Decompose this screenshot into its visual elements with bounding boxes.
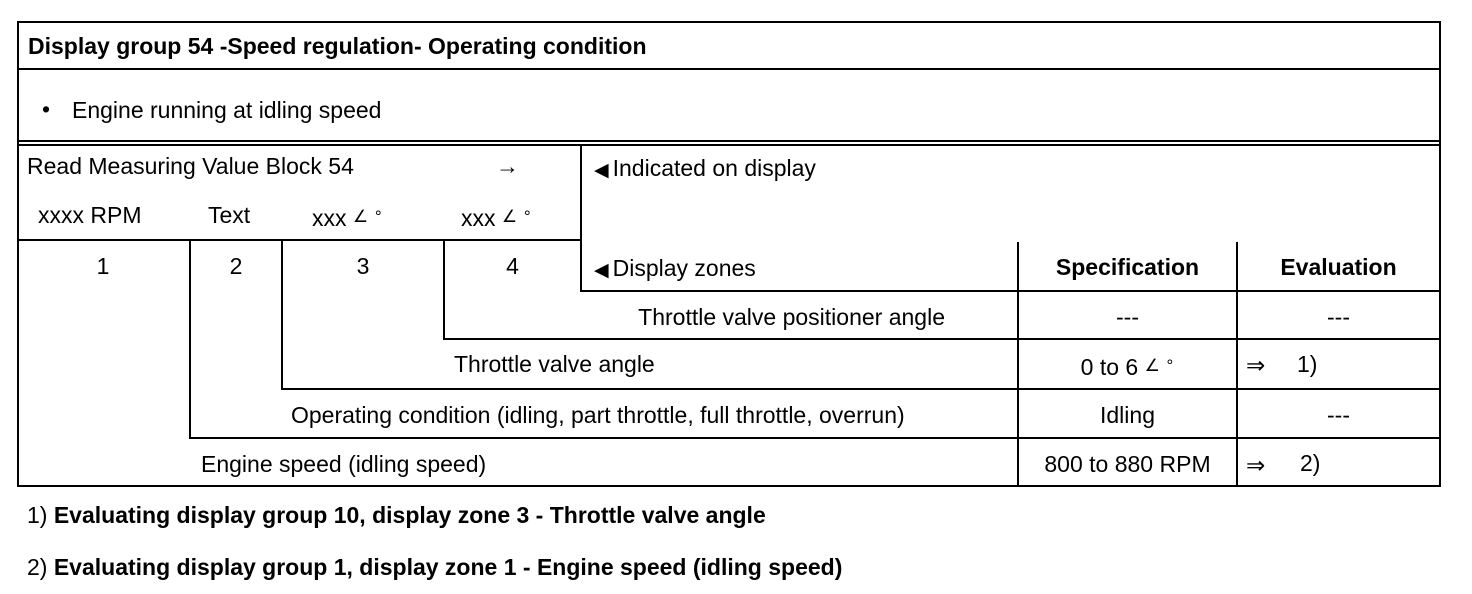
row-eval: 1) (1297, 351, 1318, 377)
footnote-text: Evaluating display group 1, display zone… (53, 554, 843, 580)
triangle-left-icon: ◀ (594, 260, 609, 281)
bullet-icon: • (42, 96, 51, 122)
zone-number-3: 3 (356, 253, 370, 279)
read-block-label: Read Measuring Value Block 54 (27, 153, 354, 179)
row-spec: Idling (1100, 402, 1155, 428)
zone-number-1: 1 (96, 253, 110, 279)
row-spec: 0 to 6 ∠ ° (1019, 353, 1236, 380)
row-eval: --- (1327, 304, 1350, 330)
indicated-on-display: ◀Indicated on display (594, 155, 816, 184)
arrow-right-icon: → (496, 153, 519, 179)
row-spec: 800 to 880 RPM (1044, 451, 1211, 477)
page-title: Display group 54 -Speed regulation- Oper… (28, 33, 647, 59)
row-label: Operating condition (idling, part thrott… (291, 402, 905, 428)
value-zone-3: xxx ∠ ° (312, 204, 383, 231)
angle-degree-icon: ∠ ° (501, 207, 532, 226)
footnote: 2) Evaluating display group 1, display z… (27, 554, 842, 580)
display-zones-label: Display zones (612, 255, 756, 281)
row-label: Throttle valve positioner angle (638, 304, 945, 330)
angle-degree-icon: ∠ ° (1144, 356, 1175, 375)
indicated-label: Indicated on display (612, 155, 816, 181)
evaluation-header: Evaluation (1280, 254, 1397, 280)
footnote-marker: 1) (27, 502, 48, 528)
value-zone-1: xxxx RPM (38, 202, 142, 228)
angle-degree-icon: ∠ ° (352, 207, 383, 226)
footnote-marker: 2) (27, 554, 48, 580)
row-spec: --- (1116, 304, 1139, 330)
zone-number-2: 2 (229, 253, 243, 279)
arrow-double-right-icon: ⇒ (1246, 452, 1266, 478)
zone-number-4: 4 (506, 253, 519, 279)
value-zone-4-text: xxx (461, 205, 496, 231)
display-zones-header: ◀Display zones (594, 255, 756, 284)
row-eval: 2) (1300, 450, 1321, 476)
footnote: 1) Evaluating display group 10, display … (27, 502, 766, 528)
value-zone-3-text: xxx (312, 205, 347, 231)
arrow-double-right-icon: ⇒ (1246, 352, 1266, 378)
triangle-left-icon: ◀ (594, 160, 609, 181)
specification-header: Specification (1055, 254, 1200, 280)
row-eval: --- (1327, 402, 1350, 428)
condition-text: Engine running at idling speed (72, 97, 382, 123)
value-zone-4: xxx ∠ ° (461, 204, 532, 231)
footnote-text: Evaluating display group 10, display zon… (53, 502, 766, 528)
row-label: Engine speed (idling speed) (201, 451, 487, 477)
row-label: Throttle valve angle (454, 351, 655, 377)
value-zone-2: Text (208, 202, 251, 228)
row-spec-text: 0 to 6 (1080, 354, 1139, 380)
